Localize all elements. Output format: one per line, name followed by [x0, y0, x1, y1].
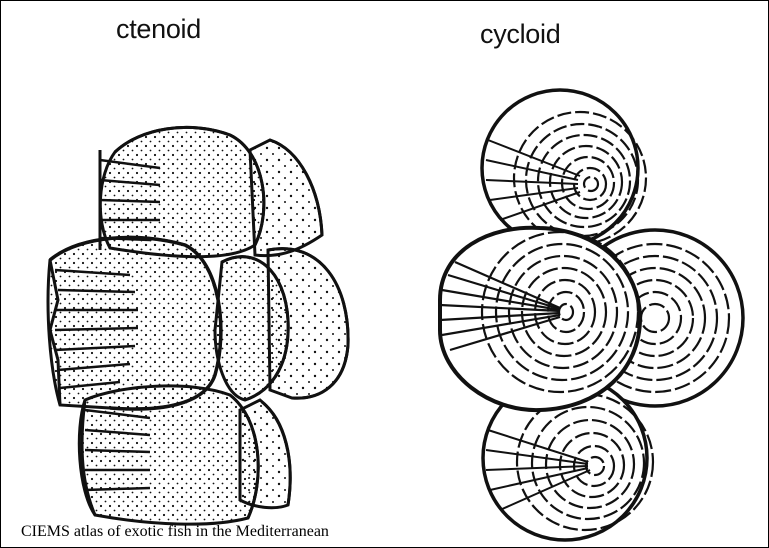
- cycloid-scale-top: [482, 90, 646, 246]
- cycloid-label: cycloid: [480, 19, 560, 50]
- ctenoid-label: ctenoid: [116, 14, 201, 45]
- cycloid-scales: [440, 90, 743, 540]
- ctenoid-scale-front: [48, 237, 221, 409]
- source-caption: CIEMS atlas of exotic fish in the Medite…: [21, 523, 329, 541]
- ctenoid-scales: [48, 127, 348, 524]
- cycloid-scale-front: [440, 228, 640, 410]
